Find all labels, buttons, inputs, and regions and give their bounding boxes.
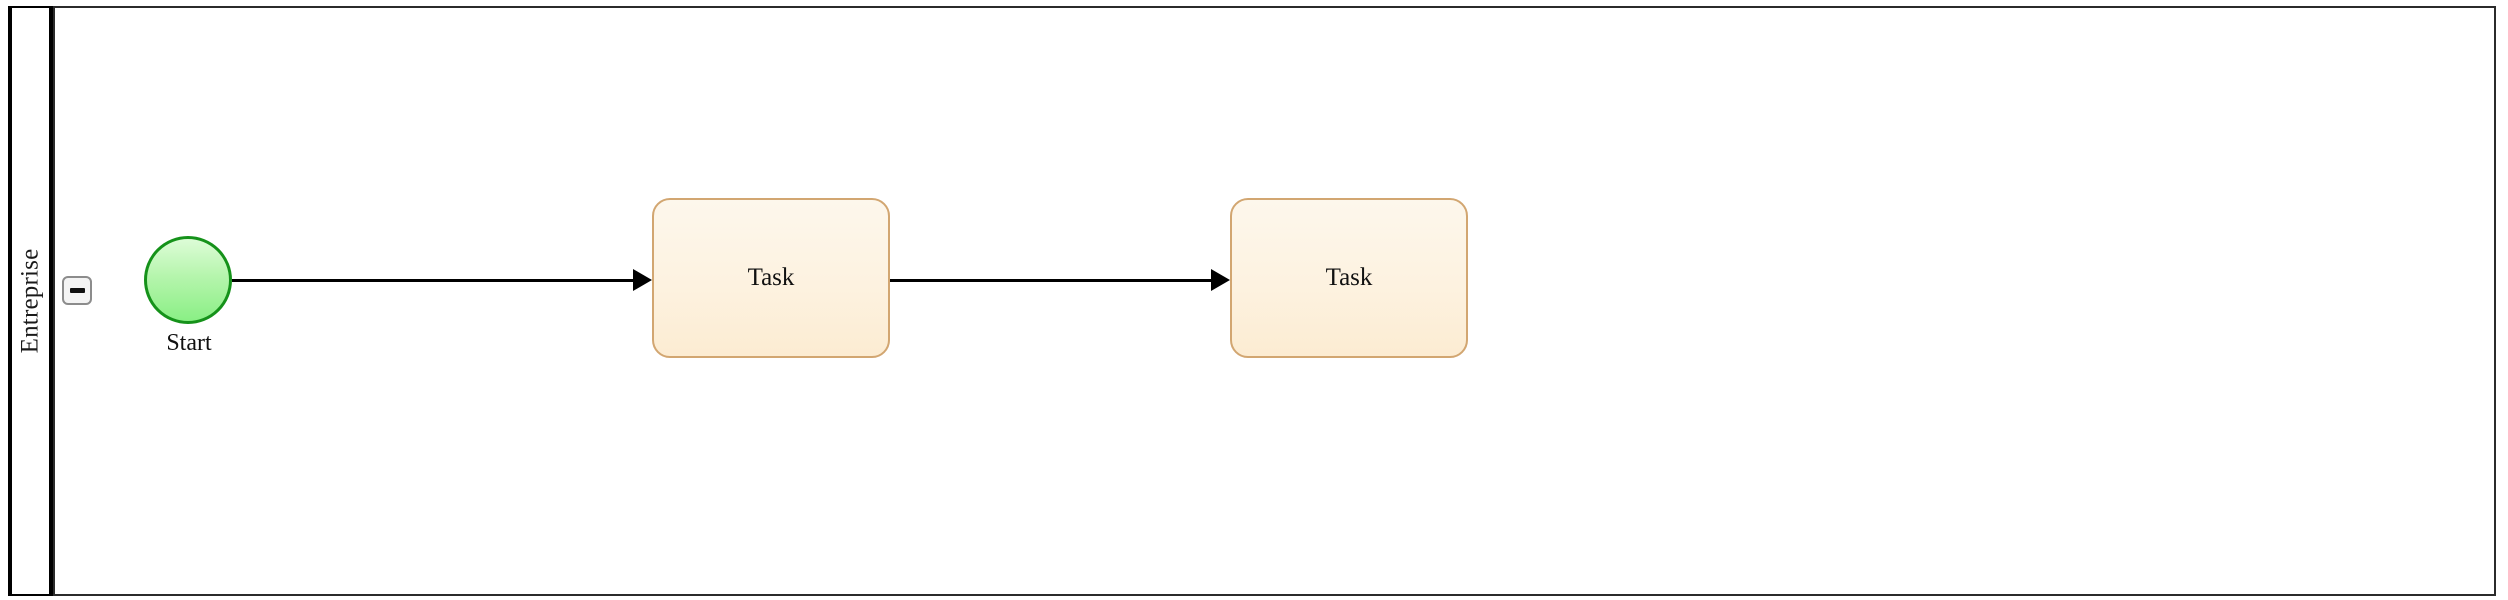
task-node-1[interactable]: Task xyxy=(652,198,890,358)
task-node-2-label: Task xyxy=(1325,264,1373,291)
task-node-1-label: Task xyxy=(747,264,795,291)
collapse-toggle-button[interactable] xyxy=(62,276,92,305)
sequence-flow-2-arrowhead-icon xyxy=(1211,269,1230,291)
start-event-label: Start xyxy=(166,330,212,356)
minus-icon xyxy=(69,288,85,293)
sequence-flow-1[interactable] xyxy=(232,279,636,282)
start-event-node[interactable] xyxy=(144,236,232,324)
lane-header[interactable]: Entreprise xyxy=(8,6,53,596)
sequence-flow-2[interactable] xyxy=(890,279,1214,282)
lane-title: Entreprise xyxy=(16,248,44,354)
sequence-flow-1-arrowhead-icon xyxy=(633,269,652,291)
task-node-2[interactable]: Task xyxy=(1230,198,1468,358)
